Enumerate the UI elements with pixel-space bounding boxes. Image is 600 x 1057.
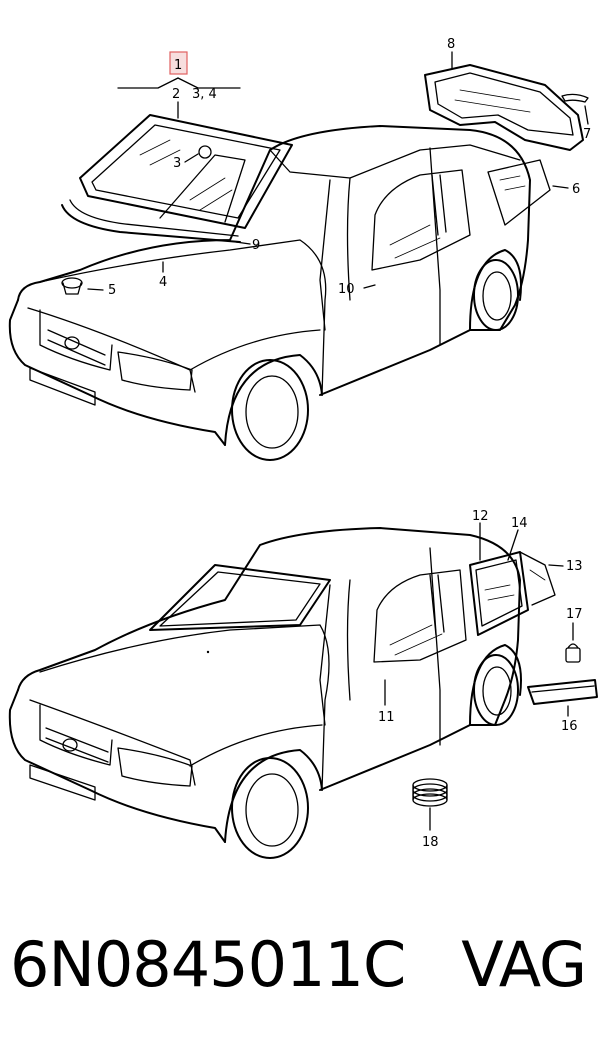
callout-2[interactable]: 2	[172, 87, 180, 102]
callout-18[interactable]: 18	[422, 835, 439, 850]
top-car-illustration	[8, 51, 589, 461]
callout-10[interactable]: 10	[338, 282, 355, 297]
callout-4[interactable]: 4	[159, 275, 167, 290]
callout-9[interactable]: 9	[252, 238, 260, 253]
brand-name: VAG	[461, 928, 587, 1001]
callout-14[interactable]: 14	[511, 516, 528, 531]
callout-3[interactable]: 3	[173, 156, 181, 171]
callout-16[interactable]: 16	[561, 719, 578, 734]
callout-5[interactable]: 5	[108, 283, 116, 298]
callout-11[interactable]: 11	[378, 710, 395, 725]
highlighted-callout-box	[169, 51, 188, 75]
callout-1[interactable]: 1	[174, 58, 182, 73]
callout-3-4[interactable]: 3, 4	[192, 87, 217, 102]
callout-13[interactable]: 13	[566, 559, 583, 574]
callout-7[interactable]: 7	[583, 127, 591, 142]
callout-6[interactable]: 6	[572, 182, 580, 197]
callout-17[interactable]: 17	[566, 607, 583, 622]
callout-12[interactable]: 12	[472, 509, 489, 524]
callout-8[interactable]: 8	[447, 37, 455, 52]
part-number: 6N0845011C	[10, 928, 406, 1001]
bottom-car-illustration	[8, 522, 598, 859]
part-number-caption: 6N0845011C VAG	[10, 928, 587, 1001]
